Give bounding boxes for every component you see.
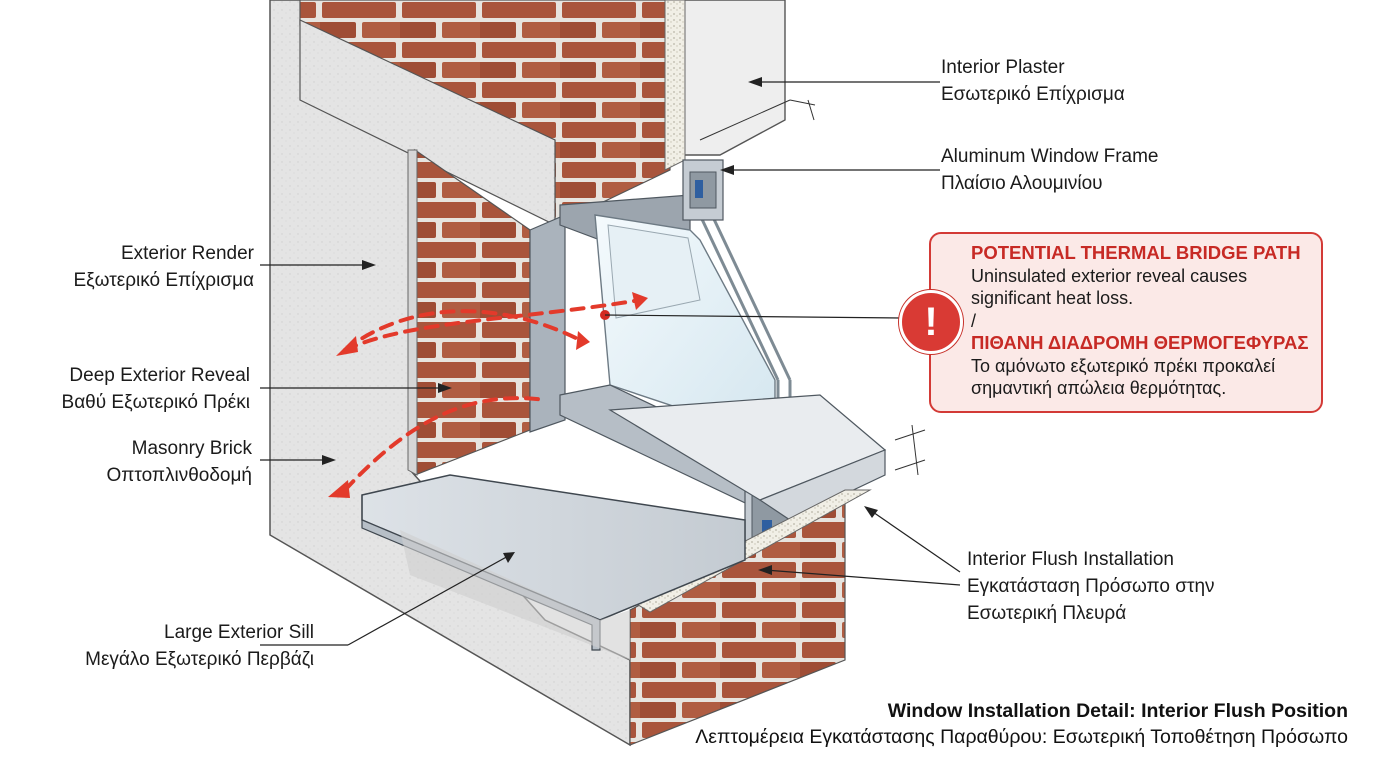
- label-aluminum-frame-el: Πλαίσιο Αλουμινίου: [941, 173, 1103, 194]
- label-large-sill: Large Exterior Sill Μεγάλο Εξωτερικό Περ…: [85, 619, 314, 673]
- label-interior-flush: Interior Flush Installation Εγκατάσταση …: [967, 546, 1215, 627]
- label-masonry-brick-el: Οπτοπλινθοδομή: [106, 465, 252, 486]
- aluminum-jamb: [529, 214, 566, 433]
- caption-title-el: Λεπτομέρεια Εγκατάστασης Παραθύρου: Εσωτ…: [695, 726, 1348, 748]
- glazing-inner-shade: [607, 224, 701, 319]
- sill-shadow: [400, 530, 630, 660]
- exclamation-icon: !: [899, 290, 963, 354]
- label-interior-flush-en: Interior Flush Installation: [967, 549, 1174, 570]
- label-interior-flush-el-2: Εσωτερική Πλευρά: [967, 603, 1127, 624]
- warning-body-el-2: σημαντική απώλεια θερμότητας.: [971, 378, 1227, 398]
- thermal-bridge-warning-box: [929, 232, 1323, 413]
- label-interior-flush-el-1: Εγκατάσταση Πρόσωπο στην: [967, 576, 1215, 597]
- label-masonry-brick-en: Masonry Brick: [131, 438, 252, 459]
- label-masonry-brick: Masonry Brick Οπτοπλινθοδομή: [106, 435, 252, 489]
- reveal-render-strip: [407, 149, 418, 476]
- warning-body-en-2: significant heat loss.: [971, 288, 1134, 308]
- interior-plaster-edge: [664, 0, 686, 171]
- label-large-sill-en: Large Exterior Sill: [164, 622, 314, 643]
- label-exterior-render-en: Exterior Render: [120, 243, 254, 264]
- label-aluminum-frame: Aluminum Window Frame Πλαίσιο Αλουμινίου: [941, 143, 1159, 197]
- label-deep-reveal-el: Βαθύ Εξωτερικό Πρέκι: [61, 392, 250, 413]
- diagram-caption: Window Installation Detail: Interior Flu…: [695, 698, 1348, 750]
- interior-plaster-panel: [669, 0, 786, 156]
- warning-body-el-1: Το αμόνωτο εξωτερικό πρέκι προκαλεί: [971, 355, 1276, 376]
- warning-title-en: POTENTIAL THERMAL BRIDGE PATH: [971, 242, 1301, 263]
- label-interior-plaster-en: Interior Plaster: [941, 57, 1065, 78]
- label-large-sill-el: Μεγάλο Εξωτερικό Περβάζι: [85, 649, 314, 670]
- label-exterior-render: Exterior Render Εξωτερικό Επίχρισμα: [73, 240, 254, 294]
- label-interior-plaster-el: Εσωτερικό Επίχρισμα: [941, 84, 1125, 105]
- interior-board-edge: [758, 449, 886, 521]
- dimension-marks: [699, 99, 926, 476]
- caption-title-en: Window Installation Detail: Interior Flu…: [887, 700, 1348, 722]
- label-aluminum-frame-en: Aluminum Window Frame: [941, 146, 1159, 167]
- leader-lines: [260, 81, 961, 646]
- label-deep-reveal-en: Deep Exterior Reveal: [69, 365, 250, 386]
- warning-separator: /: [971, 310, 977, 331]
- label-interior-plaster: Interior Plaster Εσωτερικό Επίχρισμα: [941, 54, 1125, 108]
- label-exterior-render-el: Εξωτερικό Επίχρισμα: [73, 270, 254, 291]
- thermal-bridge-warning-text: POTENTIAL THERMAL BRIDGE PATH Uninsulate…: [971, 242, 1308, 400]
- label-deep-reveal: Deep Exterior Reveal Βαθύ Εξωτερικό Πρέκ…: [62, 362, 250, 416]
- warning-title-el: ΠΙΘΑΝΗ ΔΙΑΔΡΟΜΗ ΘΕΡΜΟΓΕΦΥΡΑΣ: [971, 332, 1309, 353]
- warning-body-en-1: Uninsulated exterior reveal causes: [971, 265, 1248, 286]
- heat-flow-arrows: [343, 298, 642, 492]
